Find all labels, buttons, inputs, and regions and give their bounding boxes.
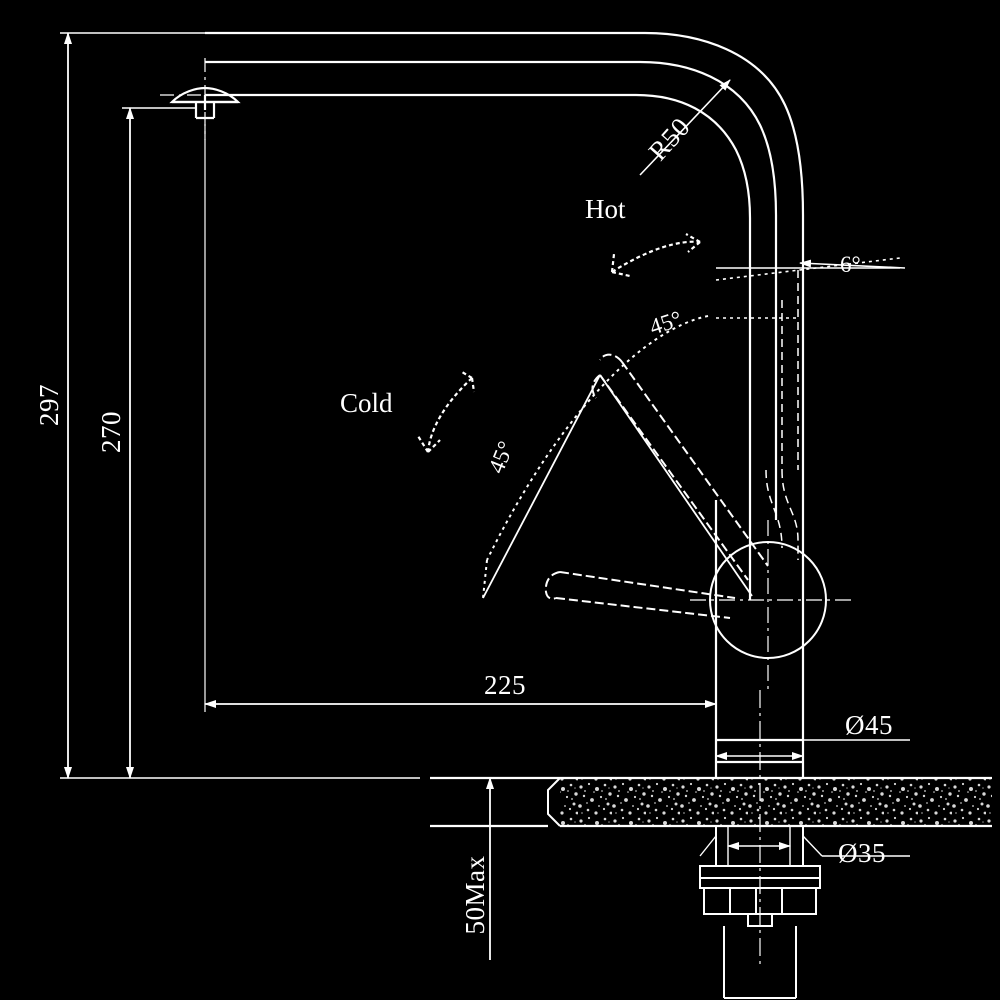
dim-dia35 xyxy=(699,835,910,857)
dim-dia35-label: Ø35 xyxy=(838,838,886,868)
handle-lever-lowered xyxy=(544,571,736,619)
hot-label: Hot xyxy=(585,194,626,224)
dim-angle-6 xyxy=(799,259,906,269)
dim-50max-label: 50Max xyxy=(460,856,490,935)
dim-270 xyxy=(122,107,196,779)
spout-centerline xyxy=(160,58,252,140)
swivel-radius-leader xyxy=(639,79,731,176)
dim-297-label: 297 xyxy=(34,384,64,426)
cold-arrow-icon xyxy=(417,371,476,453)
dim-225-label: 225 xyxy=(484,670,526,700)
dim-225 xyxy=(204,124,717,712)
faucet-body-outline xyxy=(203,31,805,778)
dim-dia45 xyxy=(715,739,910,772)
countertop-section xyxy=(430,776,992,828)
angle-6-label: 6° xyxy=(840,252,861,277)
handle-swing-radius-lines xyxy=(482,374,753,599)
cold-label: Cold xyxy=(340,388,393,418)
dim-dia45-label: Ø45 xyxy=(845,710,893,740)
dim-50max xyxy=(430,777,498,960)
dim-270-label: 270 xyxy=(96,411,126,453)
handle-pivot-centerlines xyxy=(690,520,852,690)
hot-arrow-icon xyxy=(610,233,701,278)
handle-swing-arc xyxy=(482,315,709,599)
dim-297 xyxy=(60,32,420,779)
neck-hidden-lines xyxy=(765,270,799,560)
handle-lift-angle-lines xyxy=(715,257,901,319)
